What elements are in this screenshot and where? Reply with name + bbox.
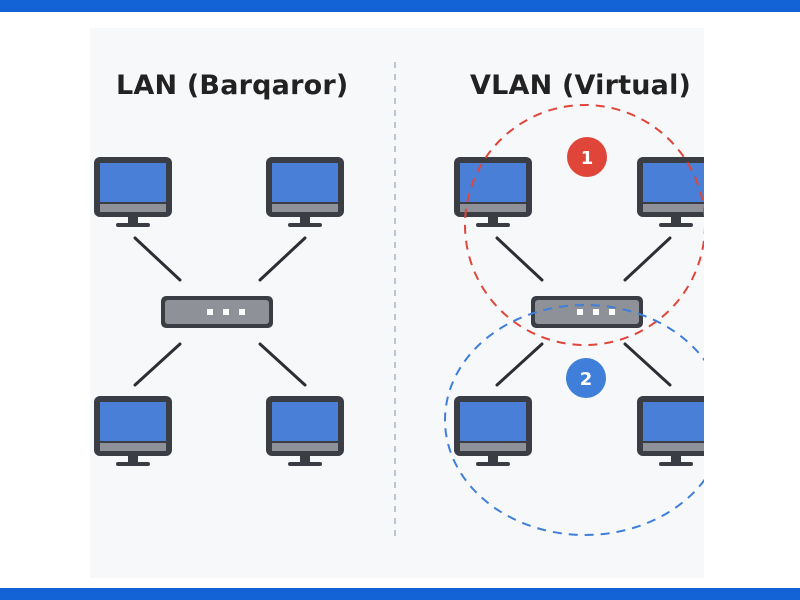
computer-icon <box>94 396 172 466</box>
cable <box>258 342 307 387</box>
computer-icon <box>637 396 704 466</box>
bottom-frame-bar <box>0 588 800 600</box>
cable <box>623 342 672 387</box>
computer-icon <box>266 157 344 227</box>
cable <box>258 236 307 282</box>
vlan-group-2-boundary <box>444 304 704 536</box>
vlan-title: VLAN (Virtual) <box>470 70 692 101</box>
vlan-group-1-label: 1 <box>581 148 594 169</box>
vlan-group-1-boundary <box>464 104 704 346</box>
network-switch-icon <box>531 296 643 328</box>
computer-icon <box>454 396 532 466</box>
cable <box>495 342 544 387</box>
top-frame-bar <box>0 0 800 12</box>
vlan-group-2-label: 2 <box>580 369 593 390</box>
badge-circle <box>566 358 606 398</box>
vlan-section: 1 2 <box>444 104 704 536</box>
computer-icon <box>94 157 172 227</box>
cable <box>133 236 182 282</box>
vlan-group-1-badge: 1 <box>567 137 607 177</box>
network-switch-icon <box>161 296 273 328</box>
computer-icon <box>637 157 704 227</box>
computer-icon <box>266 396 344 466</box>
vlan-group-2-badge: 2 <box>566 358 606 398</box>
cable <box>495 236 544 282</box>
cable <box>623 236 672 282</box>
badge-circle <box>567 137 607 177</box>
lan-cables <box>133 236 307 387</box>
lan-title: LAN (Barqaror) <box>116 70 349 101</box>
diagram-content: 1 2 <box>94 104 704 536</box>
lan-section <box>94 157 344 466</box>
vlan-cables <box>495 236 672 387</box>
cable <box>133 342 182 387</box>
